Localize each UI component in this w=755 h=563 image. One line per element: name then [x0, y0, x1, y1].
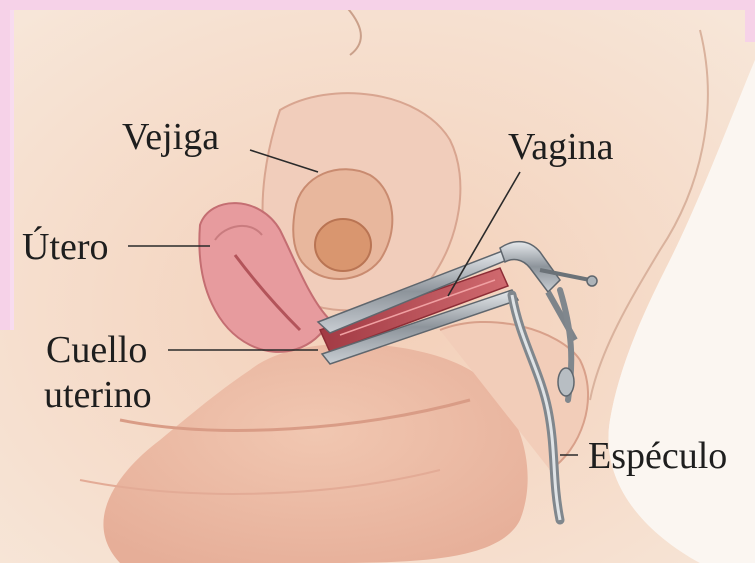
label-cervix-line1: Cuello: [46, 331, 147, 369]
label-vagina: Vagina: [508, 128, 614, 166]
label-bladder: Vejiga: [122, 118, 219, 156]
label-speculum: Espéculo: [588, 437, 727, 475]
label-uterus: Útero: [22, 228, 109, 266]
label-cervix-line2: uterino: [44, 376, 152, 414]
bladder-interior: [315, 219, 371, 271]
